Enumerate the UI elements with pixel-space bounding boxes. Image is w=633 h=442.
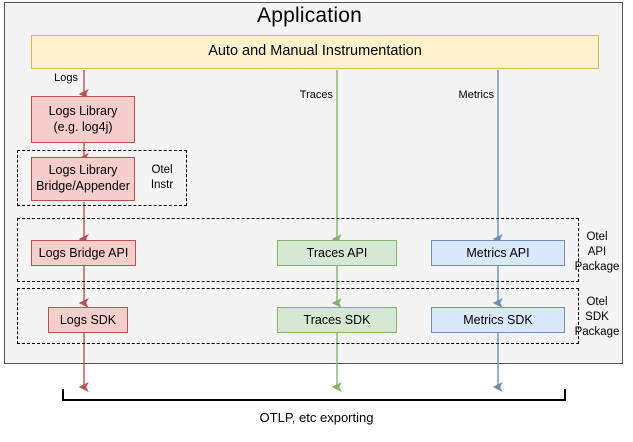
logs-bridge-api-label: Logs Bridge API [38,245,129,260]
logs-library-bridge-appender-box[interactable]: Logs Library Bridge/Appender [31,157,135,201]
otel-sdk-package-group-label: Otel SDK Package [568,295,626,341]
exporting-caption: OTLP, etc exporting [259,410,374,425]
logs-library-detail: (e.g. log4j) [53,119,113,134]
otel-instr-label-line2: Instr [150,179,174,192]
logs-bridge-label-line2: Bridge/Appender [36,179,130,193]
metrics-sdk-box[interactable]: Metrics SDK [431,307,565,333]
metrics-api-label: Metrics API [466,245,530,260]
logs-sdk-box[interactable]: Logs SDK [48,307,128,333]
page-title: Application [257,4,362,27]
metrics-sdk-label: Metrics SDK [463,312,533,327]
otel-sdk-label-line3: Package [574,326,620,339]
otel-api-package-group [17,218,579,282]
otel-api-label-line2: API [587,246,607,259]
logs-bridge-label-line1: Logs Library [48,163,118,178]
edge-label-metrics: Metrics [458,89,494,101]
auto-manual-instrumentation-box[interactable]: Auto and Manual Instrumentation [31,35,599,69]
edge-label-traces: Traces [299,89,333,101]
traces-api-box[interactable]: Traces API [277,240,397,266]
edge-label-logs: Logs [54,72,78,84]
otel-sdk-label-line2: SDK [585,311,609,324]
otel-api-label-line1: Otel [586,231,608,243]
otel-instr-group-label: Otel Instr [140,163,184,193]
otel-instr-label-line1: Otel [151,164,173,176]
otel-api-package-group-label: Otel API Package [568,230,626,276]
traces-sdk-label: Traces SDK [303,312,371,327]
metrics-api-box[interactable]: Metrics API [431,240,565,266]
logs-bridge-api-box[interactable]: Logs Bridge API [31,240,136,266]
otel-sdk-package-group [17,288,579,344]
logs-library-box[interactable]: Logs Library (e.g. log4j) [31,96,135,143]
otel-api-label-line3: Package [574,261,620,274]
traces-api-label: Traces API [306,245,368,260]
auto-manual-instrumentation-label: Auto and Manual Instrumentation [208,43,422,60]
traces-sdk-box[interactable]: Traces SDK [277,307,397,333]
otel-instr-group [17,150,187,206]
otel-sdk-label-line1: Otel [586,296,608,308]
logs-sdk-label: Logs SDK [59,312,117,327]
logs-library-label: Logs Library [48,103,118,118]
